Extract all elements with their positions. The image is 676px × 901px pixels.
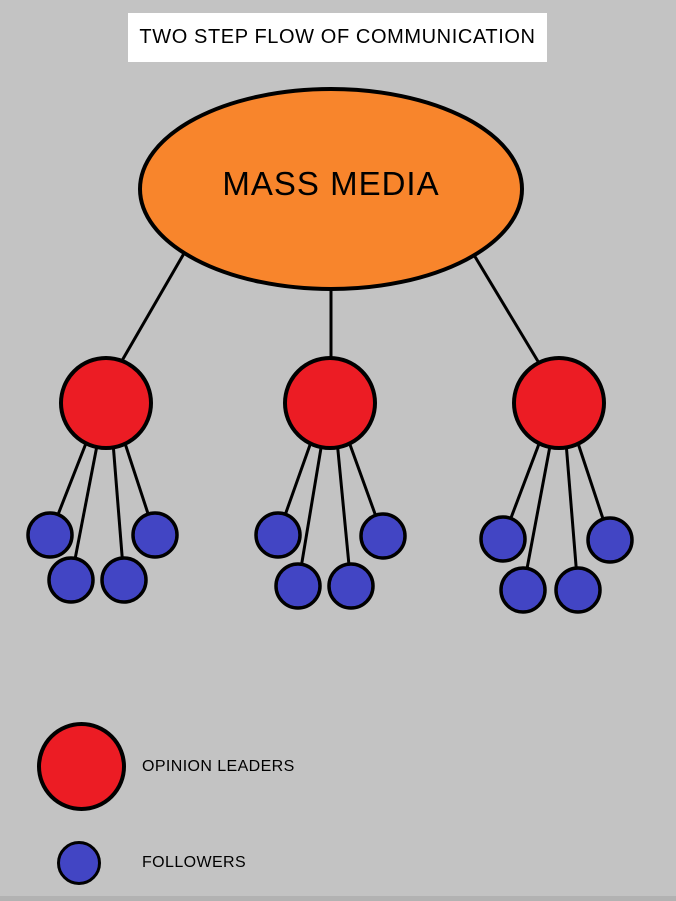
follower-node bbox=[554, 566, 602, 614]
opinion-leader-node bbox=[59, 356, 153, 450]
follower-node bbox=[274, 562, 322, 610]
opinion-leader-node bbox=[512, 356, 606, 450]
mass-media-node bbox=[138, 87, 524, 291]
leader2-to-follower-connectors bbox=[276, 427, 385, 587]
mass-media-label: MASS MEDIA bbox=[222, 165, 439, 202]
follower-node bbox=[131, 511, 179, 559]
bottom-edge-strip bbox=[0, 896, 676, 901]
connector-line bbox=[110, 242, 192, 379]
follower-node bbox=[479, 515, 527, 563]
follower-node bbox=[499, 566, 547, 614]
follower-node bbox=[254, 511, 302, 559]
connector-line bbox=[334, 429, 353, 587]
leader3-to-follower-connectors bbox=[501, 427, 612, 591]
connector-line bbox=[69, 429, 102, 581]
follower-node bbox=[47, 556, 95, 604]
connector-line bbox=[296, 429, 326, 587]
legend-opinion-leader-label: OPINION LEADERS bbox=[142, 758, 295, 775]
connector-line bbox=[110, 429, 126, 581]
follower-nodes-cluster1 bbox=[26, 511, 179, 604]
follower-node bbox=[327, 562, 375, 610]
connector-line bbox=[466, 244, 550, 379]
follower-node bbox=[586, 516, 634, 564]
follower-node bbox=[26, 511, 74, 559]
follower-node bbox=[359, 512, 407, 560]
connector-line bbox=[563, 429, 580, 591]
legend-follower-label: FOLLOWERS bbox=[142, 854, 247, 871]
follower-nodes-cluster2 bbox=[254, 511, 407, 610]
opinion-leader-node bbox=[283, 356, 377, 450]
legend-follower-swatch bbox=[57, 841, 101, 885]
diagram-title: TWO STEP FLOW OF COMMUNICATION bbox=[128, 13, 547, 62]
follower-node bbox=[100, 556, 148, 604]
connector-line bbox=[521, 429, 555, 591]
legend-opinion-leader-swatch bbox=[37, 722, 126, 811]
follower-nodes-cluster3 bbox=[479, 515, 634, 614]
opinion-leader-nodes bbox=[59, 356, 606, 450]
